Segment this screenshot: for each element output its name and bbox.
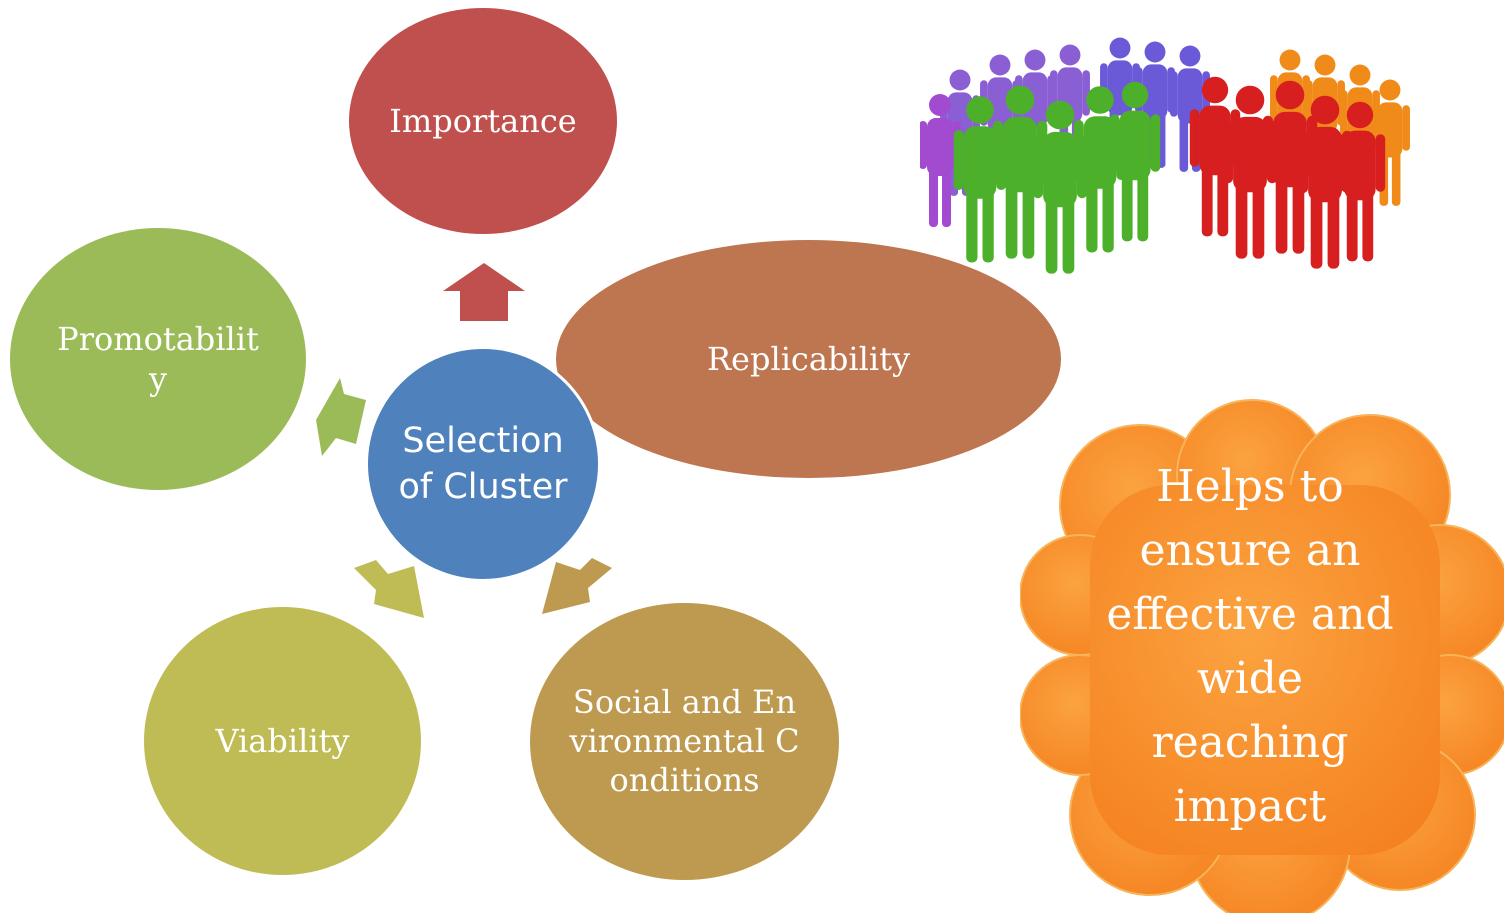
cloud-callout — [1020, 399, 1504, 913]
node-viability-label: Viability — [215, 722, 350, 760]
node-viability: Viability — [144, 607, 421, 875]
center-node: Selection of Cluster — [365, 346, 601, 582]
node-replicability-label: Replicability — [706, 340, 911, 378]
arrow-downright-icon — [542, 558, 612, 614]
node-promotability: Promotability — [10, 228, 306, 490]
node-importance: Importance — [349, 8, 617, 234]
node-promotability-label: Promotability — [57, 320, 259, 398]
node-importance-label: Importance — [389, 102, 577, 140]
center-node-label: Selection of Cluster — [398, 421, 568, 507]
callout-text: Helps to ensure an effective and wide re… — [1106, 461, 1394, 832]
arrow-up-icon — [443, 263, 525, 321]
arrow-downleft-icon — [354, 560, 424, 618]
node-social-environmental-label: Social and Environmental Conditions — [569, 683, 800, 799]
node-social-environmental: Social and Environmental Conditions — [530, 603, 839, 880]
node-replicability: Replicability — [556, 240, 1061, 478]
arrow-left-icon — [316, 378, 366, 456]
